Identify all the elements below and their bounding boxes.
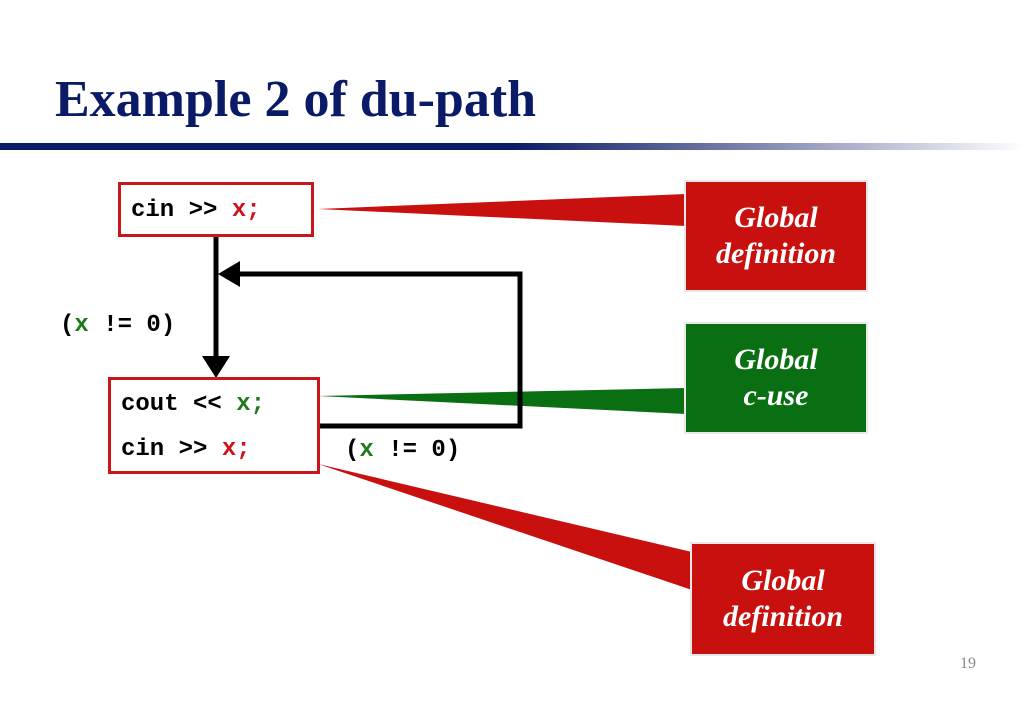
code-box-definition: cin >> x; [118, 182, 314, 237]
condition-label-right: (x != 0) [345, 437, 461, 464]
variable-x: x [74, 312, 89, 339]
code-box-use-definition: cout << x; cin >> x; [108, 377, 320, 474]
pointer-def2 [318, 464, 692, 590]
title-underline [0, 143, 1024, 150]
arrowhead-down [202, 356, 230, 378]
callout-global-definition-2: Global definition [690, 542, 876, 656]
code-text: cin >> [131, 197, 232, 224]
variable-x: x; [236, 391, 266, 418]
pointer-cuse [318, 388, 686, 414]
page-title: Example 2 of du-path [55, 71, 537, 128]
variable-x: x [359, 437, 374, 464]
pointer-def1 [318, 194, 686, 226]
code-text: cin >> [121, 436, 222, 463]
variable-x: x; [231, 197, 261, 224]
callout-global-definition-1: Global definition [684, 180, 868, 292]
callout-global-c-use: Global c-use [684, 322, 868, 434]
page-number: 19 [960, 655, 976, 672]
edge-loop-back [238, 271, 523, 429]
variable-x: x; [221, 436, 251, 463]
code-text: cout << [121, 391, 237, 418]
arrowhead-left [218, 261, 240, 287]
condition-label-left: (x != 0) [60, 312, 176, 339]
